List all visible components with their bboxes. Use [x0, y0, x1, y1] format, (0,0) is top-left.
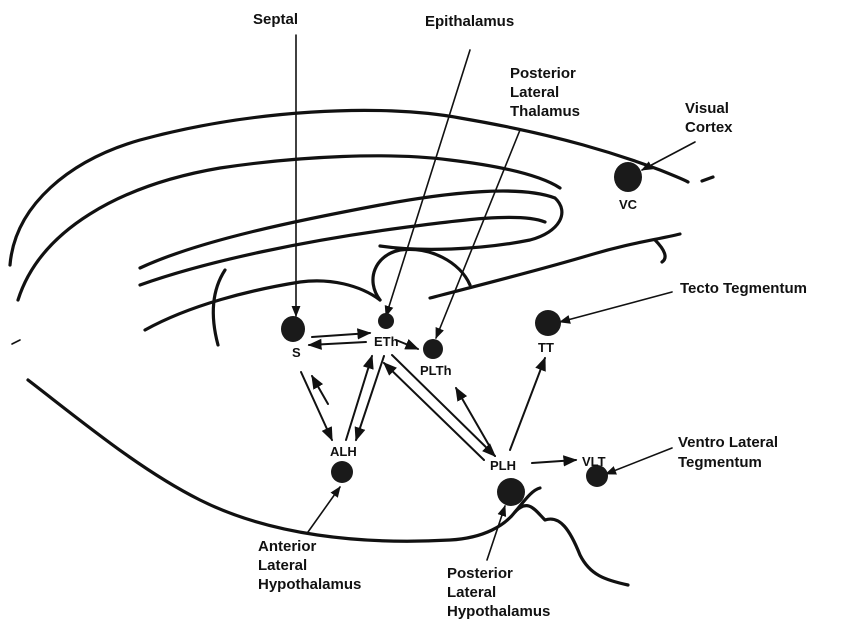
abbr-vlt: VLT: [582, 454, 606, 469]
pointer-vlt: [606, 448, 672, 474]
label-plh-line1: Posterior: [447, 565, 513, 582]
brain-outline: [10, 110, 713, 585]
conn-eth-to-alh: [356, 356, 384, 440]
conn-alh-to-eth: [346, 356, 372, 440]
abbr-vc: VC: [619, 197, 638, 212]
label-vc-line1: Visual: [685, 100, 729, 117]
conn-eth-to-plth: [396, 340, 418, 349]
label-vlt-line1: Ventro Lateral: [678, 434, 778, 451]
abbr-tt: TT: [538, 340, 554, 355]
region-labels: Septal Epithalamus Posterior Lateral Tha…: [253, 11, 807, 620]
corpus-callosum-inner: [140, 217, 545, 285]
label-epithalamus: Epithalamus: [425, 13, 514, 30]
abbr-plh: PLH: [490, 458, 516, 473]
nucleus-tt: [535, 310, 561, 336]
nucleus-vc: [614, 162, 642, 192]
abbr-eth: ETh: [374, 334, 399, 349]
label-alh-line3: Hypothalamus: [258, 576, 361, 593]
pointer-plh: [487, 506, 505, 560]
label-plh-line2: Lateral: [447, 584, 496, 601]
label-alh-line2: Lateral: [258, 557, 307, 574]
label-vlt-line2: Tegmentum: [678, 454, 762, 471]
conn-s-to-eth: [312, 333, 370, 337]
conn-eth-to-s: [309, 342, 366, 345]
label-plt-line2: Lateral: [510, 84, 559, 101]
cortex-inner-fold: [18, 156, 560, 300]
abbr-alh: ALH: [330, 444, 357, 459]
conn-plh-to-vlt: [532, 460, 576, 463]
label-septal: Septal: [253, 11, 298, 28]
abbr-s: S: [292, 345, 301, 360]
nucleus-plh: [497, 478, 525, 506]
brainstem-upper: [430, 234, 680, 298]
label-tt: Tecto Tegmentum: [680, 280, 807, 297]
cortex-tail: [702, 177, 713, 181]
label-alh-line1: Anterior: [258, 538, 317, 555]
scratch-mark: [12, 340, 20, 344]
label-plh-line3: Hypothalamus: [447, 603, 550, 620]
pointer-tt: [560, 292, 672, 322]
fornix: [145, 281, 380, 330]
label-vc-line2: Cortex: [685, 119, 733, 136]
pointer-epithalamus: [386, 50, 470, 316]
ventral-outline: [28, 380, 628, 585]
septal-fold: [213, 270, 225, 345]
label-plt-line3: Thalamus: [510, 103, 580, 120]
corpus-callosum-outer: [140, 191, 562, 268]
cortex-outline: [10, 110, 688, 265]
nucleus-plth: [423, 339, 443, 359]
nucleus-eth: [378, 313, 394, 329]
label-pointers: [296, 35, 695, 560]
abbr-plth: PLTh: [420, 363, 452, 378]
nucleus-s: [281, 316, 305, 342]
pointer-alh: [308, 487, 340, 532]
conn-plh-to-tt: [510, 358, 545, 450]
pointer-vc: [642, 142, 695, 170]
label-plt-line1: Posterior: [510, 65, 576, 82]
nucleus-alh: [331, 461, 353, 483]
